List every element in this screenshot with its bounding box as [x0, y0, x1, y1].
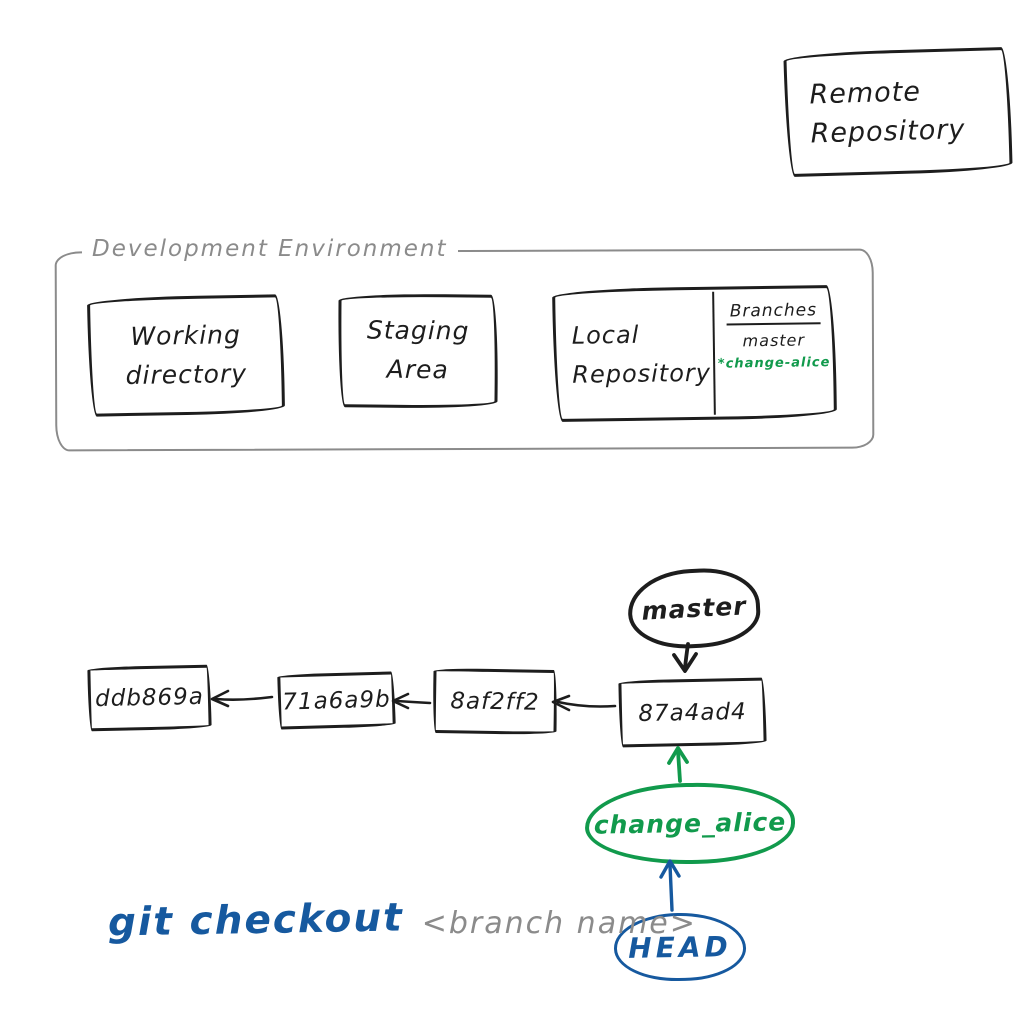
local-repository-box: Local Repository Branches master *change… [552, 285, 837, 422]
arrow-master-to-commit-head [672, 652, 698, 673]
arrow-commit4-to-commit3-head [210, 689, 230, 708]
staging-area-box: Staging Area [337, 293, 499, 409]
arrow-commit4-to-commit3-shaft [214, 695, 274, 701]
working-directory-box: Working directory [86, 294, 286, 417]
branch-item-change-alice: *change-alice [717, 355, 831, 372]
git-command-caption: git checkout <branch name> [107, 895, 697, 946]
branches-panel-title: Branches [726, 300, 821, 326]
commit-box-ddb869a: ddb869a [87, 664, 212, 732]
arrow-change-alice-to-commit-head [667, 746, 689, 765]
branches-panel: Branches master *change-alice [714, 288, 834, 417]
remote-repository-label-line1: Remote [809, 76, 922, 111]
remote-repository-box: Remote Repository [783, 46, 1013, 178]
arrow-change-alice-to-commit-shaft [676, 749, 682, 783]
git-command-argument: <branch name> [421, 906, 697, 941]
commit-box-71a6a9b: 71a6a9b [277, 671, 396, 730]
staging-area-label-line1: Staging [366, 315, 470, 346]
local-repository-label-line1: Local [571, 320, 640, 350]
commit-box-8af2ff2: 8af2ff2 [432, 667, 558, 736]
development-environment-label: Development Environment [82, 236, 458, 262]
local-repository-label: Local Repository [555, 290, 713, 419]
arrow-commit3-to-commit2-shaft [395, 699, 432, 705]
working-directory-label-line2: directory [125, 358, 248, 390]
commit-box-87a4ad4: 87a4ad4 [618, 677, 767, 748]
branch-item-master: master [742, 330, 806, 351]
arrow-commit2-to-commit1-shaft [556, 700, 617, 708]
master-branch-ellipse: master [626, 565, 762, 652]
git-command-text: git checkout [107, 895, 405, 946]
local-repository-label-line2: Repository [572, 358, 712, 389]
arrow-commit3-to-commit2-head [391, 692, 410, 710]
working-directory-label-line1: Working [130, 319, 242, 351]
change-alice-branch-ellipse: change_alice [584, 781, 796, 866]
remote-repository-label-line2: Repository [810, 114, 966, 150]
staging-area-label-line2: Area [386, 354, 450, 385]
